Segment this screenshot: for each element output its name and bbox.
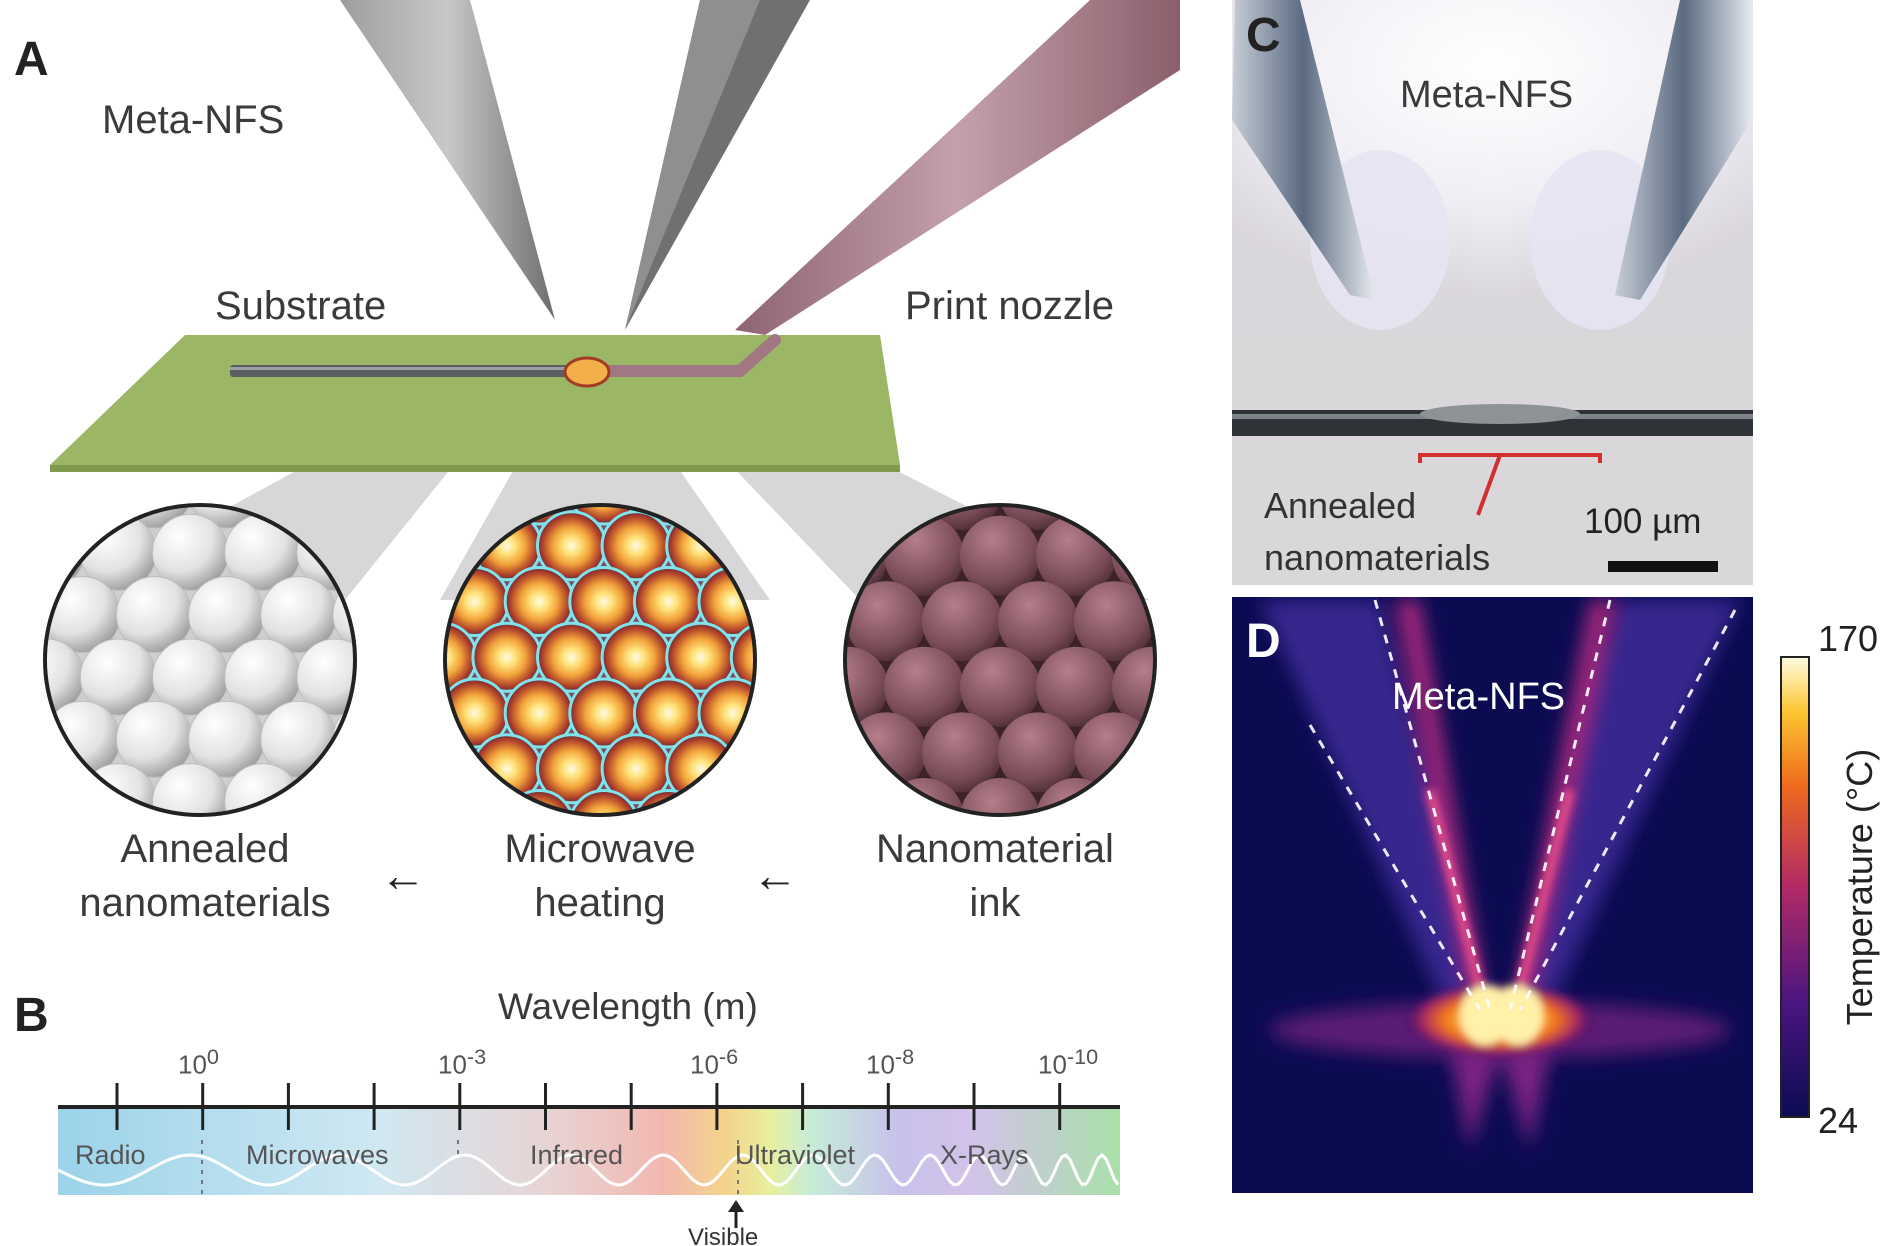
colorbar-label: Temperature (°C) bbox=[1839, 748, 1880, 1026]
tick-label: 10-10 bbox=[1038, 1044, 1099, 1080]
panel-d-title: Meta-NFS bbox=[1392, 676, 1566, 718]
scale-bar bbox=[1608, 561, 1718, 572]
panel-a-title: Meta-NFS bbox=[102, 98, 285, 142]
panel-letter-a: A bbox=[14, 33, 49, 86]
colorbar-max: 170 bbox=[1818, 618, 1879, 659]
stage-microwave-label: Microwave heating bbox=[504, 827, 696, 925]
arrow-left-icon: ← bbox=[752, 849, 798, 901]
scale-bar-label: 100 µm bbox=[1584, 502, 1702, 541]
band-infrared: Infrared bbox=[530, 1140, 624, 1170]
panel-letter-c: C bbox=[1246, 9, 1281, 62]
heating-spot bbox=[563, 356, 611, 388]
band-ultraviolet: Ultraviolet bbox=[735, 1140, 856, 1170]
tick-label: 10-6 bbox=[690, 1044, 739, 1080]
band-radio: Radio bbox=[75, 1140, 146, 1170]
tick-label: 100 bbox=[178, 1044, 219, 1080]
stage-ink-label: Nanomaterial ink bbox=[876, 827, 1114, 925]
panel-letter-d: D bbox=[1246, 615, 1281, 668]
panel-letter-b: B bbox=[14, 989, 49, 1042]
probe-right bbox=[625, 0, 810, 330]
tick-label: 10-3 bbox=[438, 1044, 487, 1080]
stage-annealed-label: Annealed nanomaterials bbox=[79, 827, 331, 925]
wavelength-axis-title: Wavelength (m) bbox=[498, 986, 758, 1027]
arrow-left-icon: ← bbox=[380, 849, 426, 901]
probe-outline-dashes bbox=[1308, 599, 1737, 1011]
c-probe-left bbox=[1232, 0, 1375, 300]
probe-left bbox=[340, 0, 555, 320]
print-nozzle bbox=[735, 0, 1180, 335]
panel-c-title: Meta-NFS bbox=[1400, 74, 1574, 116]
printed-line-ink bbox=[594, 334, 781, 377]
c-annotation-bracket bbox=[1418, 453, 1602, 463]
band-xrays: X-Rays bbox=[940, 1140, 1029, 1170]
colorbar bbox=[1780, 656, 1810, 1118]
panel-c-annotation: Annealed nanomaterials bbox=[1264, 485, 1491, 578]
print-nozzle-label: Print nozzle bbox=[905, 284, 1114, 328]
visible-label: Visible bbox=[688, 1224, 759, 1246]
substrate-label: Substrate bbox=[215, 284, 387, 328]
band-microwaves: Microwaves bbox=[246, 1140, 389, 1170]
tick-label: 10-8 bbox=[866, 1044, 915, 1080]
c-probe-right bbox=[1615, 0, 1752, 300]
colorbar-min: 24 bbox=[1818, 1100, 1859, 1141]
